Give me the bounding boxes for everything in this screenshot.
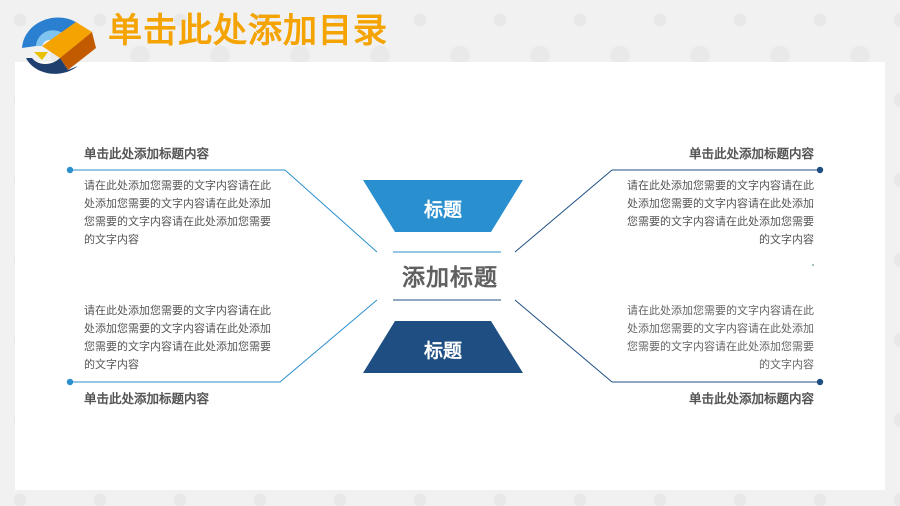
item-title-bottom-left: 单击此处添加标题内容 [84, 391, 210, 406]
item-body-top-left: 请在此处添加您需要的文字内容请在此处添加您需要的文字内容请在此处添加您需要的文字… [84, 179, 271, 246]
center-bottom-label: 标题 [423, 339, 462, 362]
dot-top-left [66, 166, 74, 174]
item-title-top-right: 单击此处添加标题内容 [688, 146, 814, 161]
content-panel [15, 62, 885, 490]
dot-bottom-left [66, 378, 74, 386]
connector-bottom-left [70, 299, 378, 383]
logo-icon [22, 17, 96, 74]
center-top-label: 标题 [423, 198, 462, 221]
connector-top-right [514, 169, 820, 253]
page-title: 单击此处添加目录 [108, 11, 388, 51]
dot-top-right [816, 166, 824, 174]
item-body-bottom-right: 请在此处添加您需要的文字内容请在此处添加您需要的文字内容请在此处添加您需要的文字… [627, 304, 814, 371]
item-title-top-left: 单击此处添加标题内容 [84, 146, 210, 161]
item-body-top-right: 请在此处添加您需要的文字内容请在此处添加您需要的文字内容请在此处添加您需要的文字… [627, 179, 814, 246]
stray-dot [812, 264, 814, 266]
connector-top-left [70, 169, 378, 253]
item-title-bottom-right: 单击此处添加标题内容 [688, 391, 814, 406]
dot-bottom-right [816, 378, 824, 386]
item-body-bottom-left: 请在此处添加您需要的文字内容请在此处添加您需要的文字内容请在此处添加您需要的文字… [84, 304, 271, 371]
connector-bottom-right [514, 299, 820, 383]
center-main-title: 添加标题 [402, 265, 498, 291]
